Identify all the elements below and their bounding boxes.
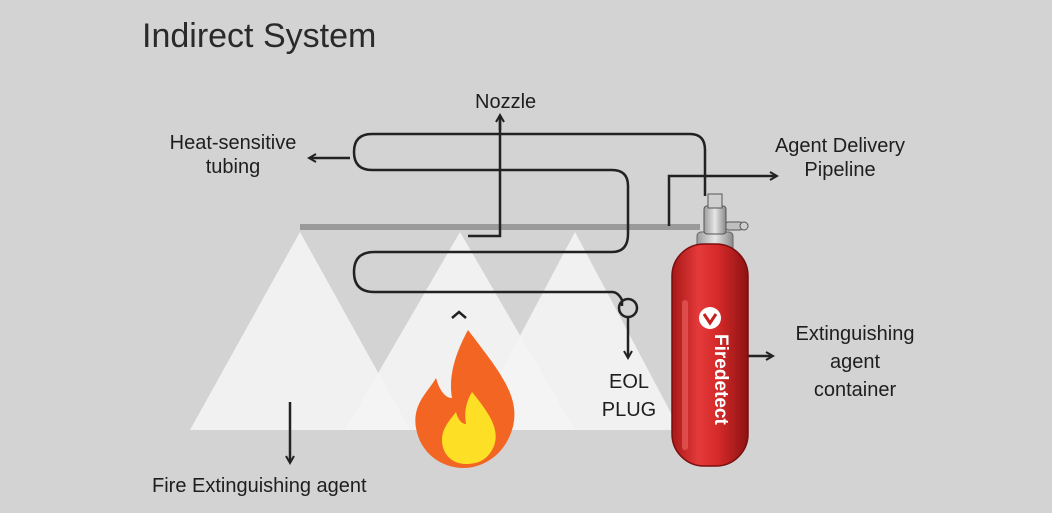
heat-sensitive-tubing-label: Heat-sensitive tubing <box>150 131 316 179</box>
extinguishing-agent-cylinder: Firedetect <box>671 193 749 467</box>
heat-sensitive-tubing-line-1: Heat-sensitive <box>169 132 297 154</box>
agent-delivery-pipeline-label: Agent Delivery Pipeline <box>752 134 928 182</box>
eol-plug-label: EOL PLUG <box>584 368 674 424</box>
agent-delivery-pipeline-line <box>667 176 776 226</box>
spray-cones <box>190 232 680 430</box>
cylinder-body <box>671 243 749 467</box>
valve-neck <box>707 193 723 209</box>
brand-logo <box>699 307 721 329</box>
valve-body <box>703 205 727 235</box>
heat-sensitive-tubing <box>352 132 707 306</box>
nozzle-label: Nozzle <box>475 91 537 113</box>
eol-plug-line-2: PLUG <box>601 399 657 421</box>
extinguishing-agent-container-label: Extinguishing agent container <box>775 320 935 404</box>
agent-delivery-line-1: Agent Delivery <box>774 135 906 157</box>
spray-cone-left <box>190 232 410 430</box>
container-line-2: agent <box>829 351 881 373</box>
brand-logo-text: Firedetect <box>710 334 731 425</box>
container-line-3: container <box>813 379 897 401</box>
agent-delivery-line-2: Pipeline <box>804 159 876 181</box>
page-title: Indirect System <box>142 17 377 55</box>
caret-icon <box>451 310 467 319</box>
eol-plug-icon <box>617 297 639 319</box>
flame-icon <box>415 330 515 468</box>
fire-extinguishing-agent-label: Fire Extinguishing agent <box>152 475 367 497</box>
spray-cone-right <box>470 232 680 430</box>
container-line-1: Extinguishing <box>795 323 915 345</box>
nozzle-line <box>468 118 502 238</box>
eol-plug-line-1: EOL <box>608 371 650 393</box>
heat-sensitive-tubing-line-2: tubing <box>205 156 261 178</box>
